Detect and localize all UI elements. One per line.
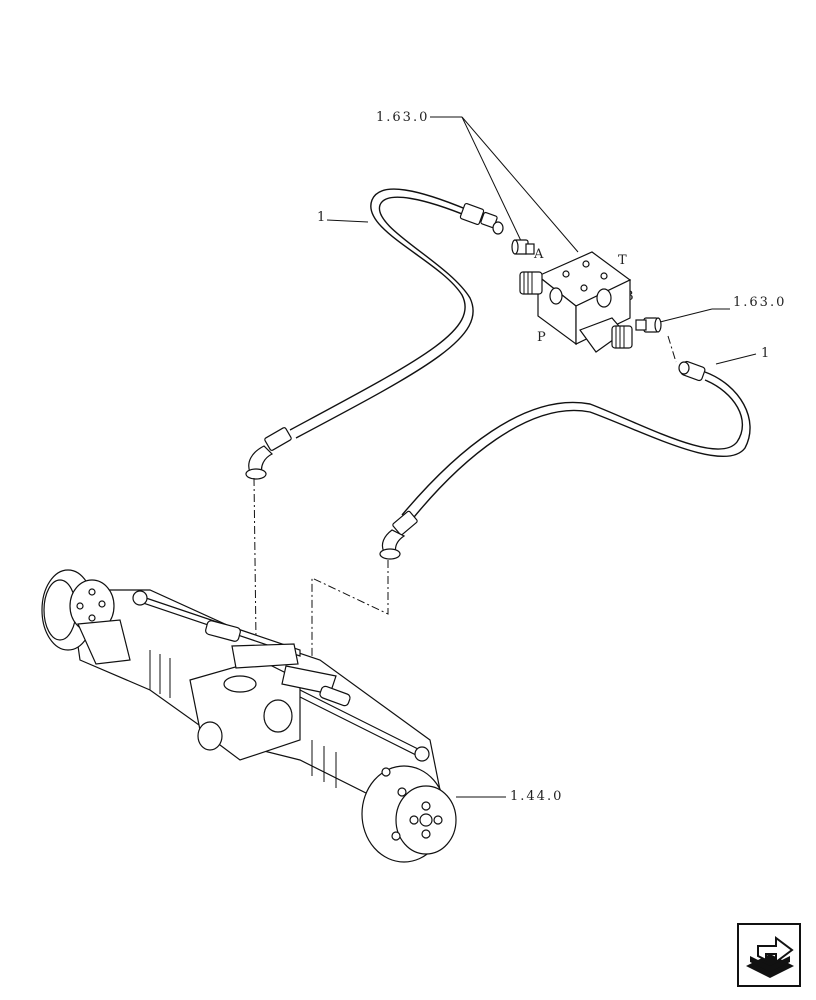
port-letter-a: A [533,247,544,262]
connection-line-left [253,477,257,641]
connection-line-fitting-b [667,335,677,363]
leader-hose-right [715,353,757,365]
port-letter-p: P [537,330,546,345]
hose-right [379,360,751,560]
next-page-button[interactable] [736,922,802,988]
fitting-port-a [511,239,535,255]
label-valve-ref-top: 1.63.0 [376,110,429,125]
leader-to-valve [461,116,579,253]
connection-line-right [311,560,389,660]
fitting-port-b [635,317,662,333]
front-axle-assembly [41,569,457,863]
next-page-arrow-icon [737,923,801,987]
leader-valve-ref-right [659,308,713,323]
hose-left [245,188,504,480]
label-valve-ref-right: 1.63.0 [733,295,786,310]
label-axle-ref: 1.44.0 [510,789,563,804]
control-valve-block [519,251,633,353]
port-letter-t: T [618,253,627,268]
label-hose-left: 1 [317,210,325,225]
leader-to-fitting-a [461,116,523,244]
leader-hose-left [326,219,369,223]
label-hose-right: 1 [761,346,769,361]
